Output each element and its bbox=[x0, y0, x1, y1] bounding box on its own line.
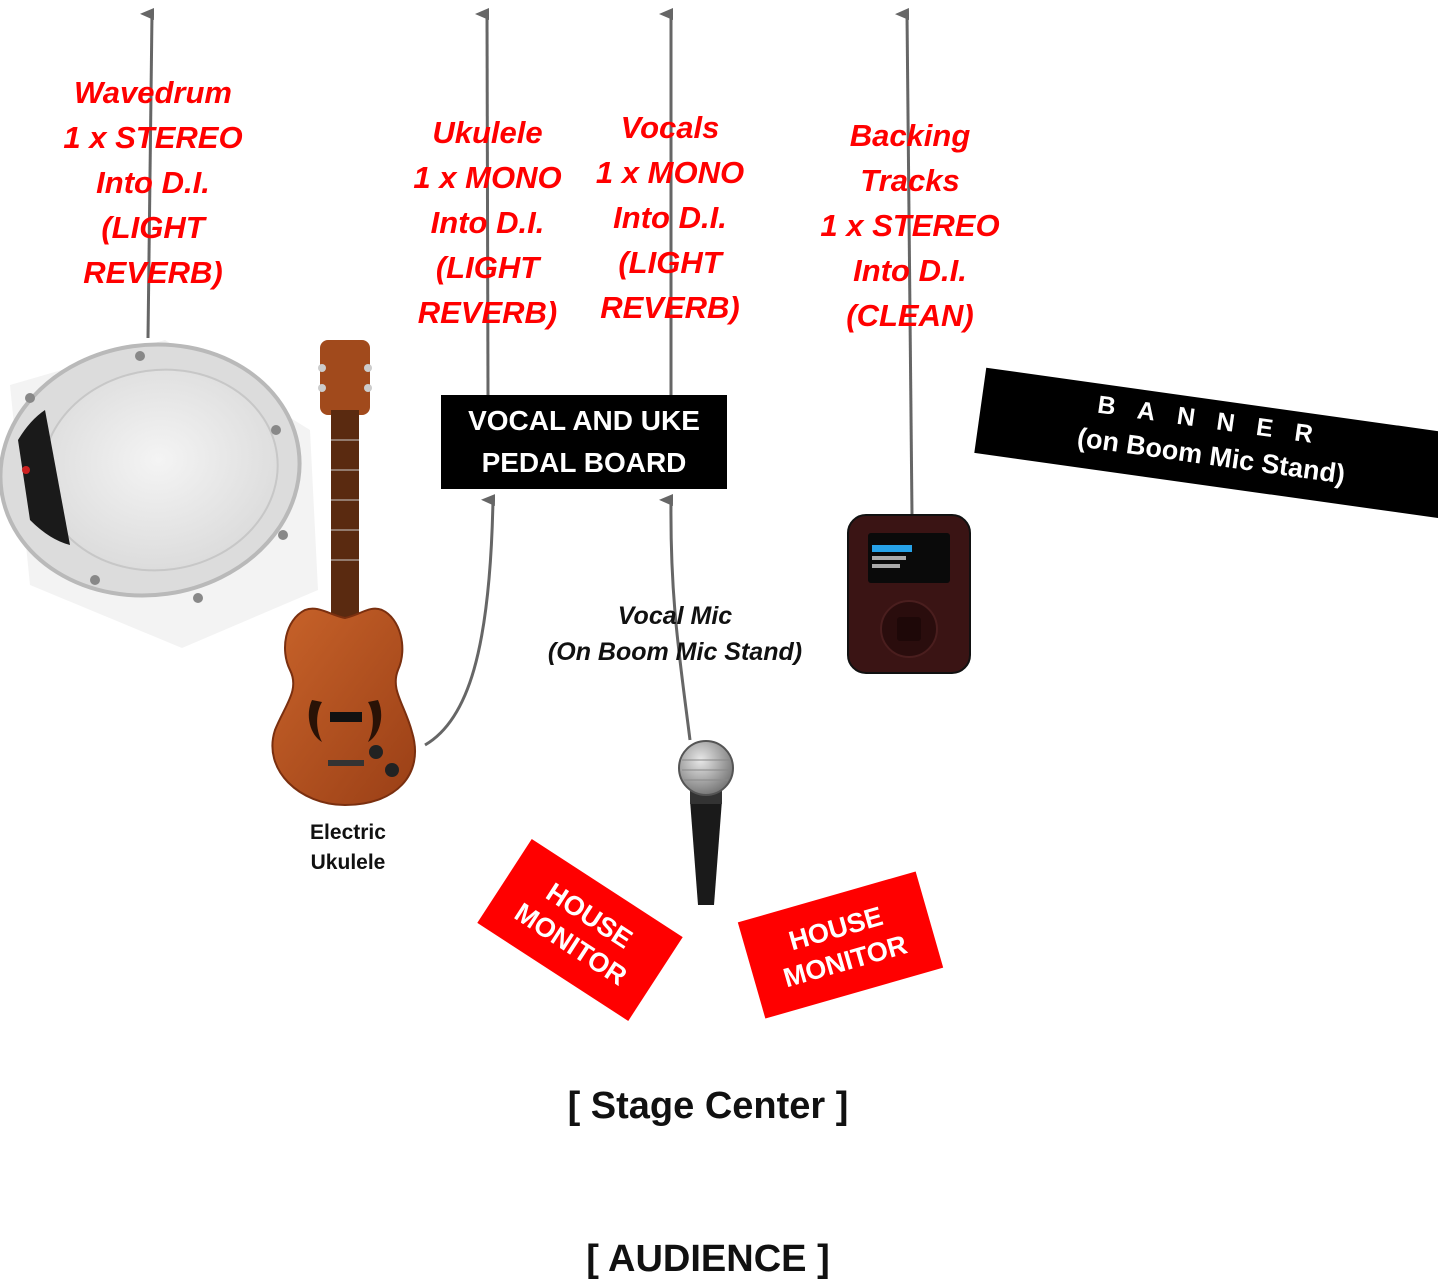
signal-arrows bbox=[140, 7, 914, 747]
mic-to-pedalboard-arrow bbox=[659, 494, 692, 741]
electric-ukulele-label: Electric Ukulele bbox=[310, 821, 386, 874]
electric-ukulele-image bbox=[271, 340, 417, 807]
backing-output-arrow bbox=[895, 7, 914, 516]
stage-center-label: [ Stage Center ] bbox=[567, 1085, 849, 1127]
wavedrum-image bbox=[0, 340, 318, 648]
ukulele-to-pedalboard-arrow bbox=[424, 494, 496, 747]
ukulele-label: Ukulele 1 x MONO Into D.I. (LIGHT REVERB… bbox=[413, 115, 562, 330]
wavedrum-label: Wavedrum 1 x STEREO Into D.I. (LIGHT REV… bbox=[63, 75, 243, 290]
wavedrum-output-arrow bbox=[140, 8, 155, 339]
ukulele-output-arrow bbox=[475, 7, 490, 396]
mp3-player-image bbox=[847, 514, 971, 674]
pedal-board-box: VOCAL AND UKE PEDAL BOARD bbox=[441, 395, 727, 489]
backing-tracks-label: Backing Tracks 1 x STEREO Into D.I. (CLE… bbox=[820, 118, 1000, 333]
pedal-board-label: VOCAL AND UKE PEDAL BOARD bbox=[468, 405, 700, 478]
house-monitor-right-label: HOUSE MONITOR bbox=[780, 901, 911, 994]
vocals-label: Vocals 1 x MONO Into D.I. (LIGHT REVERB) bbox=[595, 110, 745, 325]
microphone-image bbox=[678, 740, 734, 905]
vocal-mic-label: Vocal Mic (On Boom Mic Stand) bbox=[547, 602, 803, 666]
audience-label: [ AUDIENCE ] bbox=[586, 1238, 830, 1280]
